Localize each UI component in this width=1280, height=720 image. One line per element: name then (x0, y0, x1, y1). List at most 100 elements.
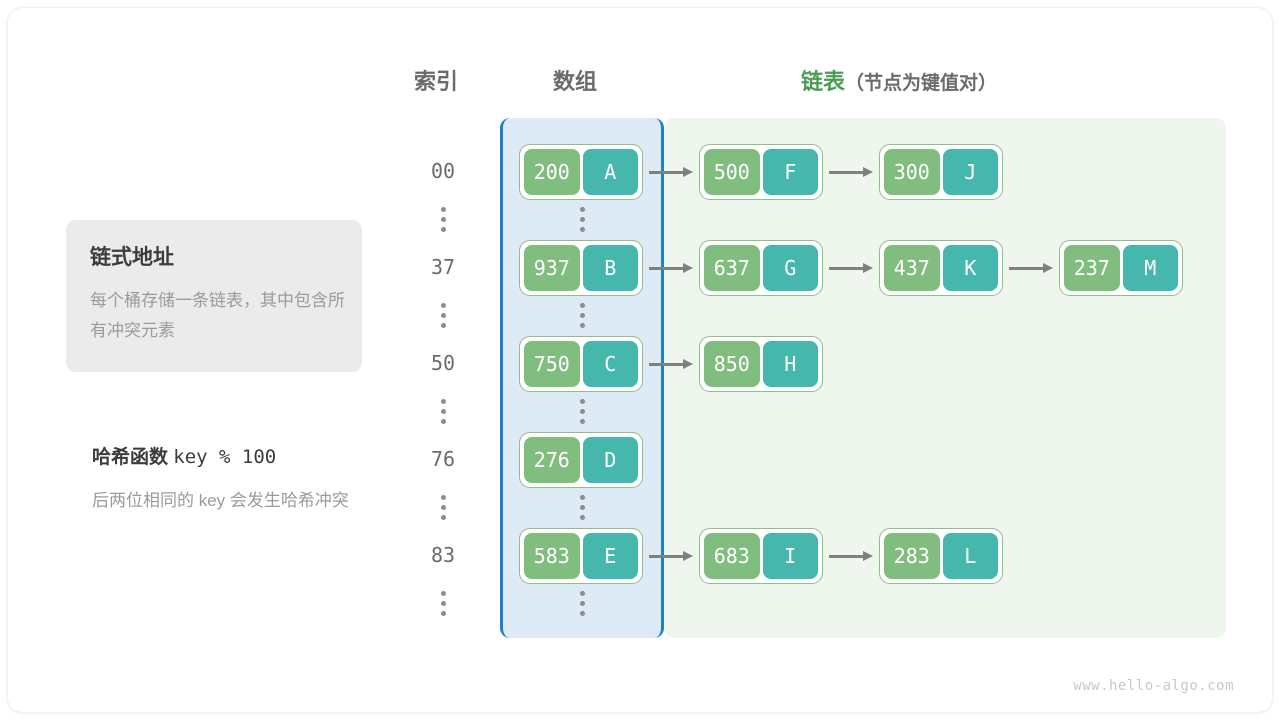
ellipsis-dot (579, 505, 585, 510)
node-value: A (582, 149, 638, 195)
arrow-shaft (649, 554, 683, 558)
node-key: 283 (884, 533, 940, 579)
node-key: 300 (884, 149, 940, 195)
array-ellipsis-0 (577, 207, 587, 232)
chain-arrow (649, 167, 693, 177)
node-key: 850 (704, 341, 760, 387)
column-heading-linked-list-main: 链表 (801, 69, 846, 94)
node-key: 583 (524, 533, 580, 579)
chain-arrow (829, 167, 873, 177)
ellipsis-dot (440, 313, 446, 318)
arrow-head-icon (1043, 263, 1053, 273)
ellipsis-dot (440, 515, 446, 520)
node-value: G (762, 245, 818, 291)
ellipsis-dot (579, 313, 585, 318)
hash-function-note: 后两位相同的 key 会发生哈希冲突 (92, 491, 349, 510)
node-key: 937 (524, 245, 580, 291)
arrow-shaft (649, 170, 683, 174)
array-ellipsis-1 (577, 303, 587, 328)
index-label-76: 76 (430, 447, 456, 471)
node-value: L (942, 533, 998, 579)
ellipsis-dot (440, 419, 446, 424)
ellipsis-dot (579, 227, 585, 232)
ellipsis-dot (440, 323, 446, 328)
ellipsis-dot (579, 601, 585, 606)
ellipsis-dot (440, 505, 446, 510)
chain-arrow (649, 551, 693, 561)
node-value: C (582, 341, 638, 387)
ellipsis-dot (440, 495, 446, 500)
arrow-head-icon (863, 551, 873, 561)
arrow-shaft (829, 266, 863, 270)
node-value: M (1122, 245, 1178, 291)
ellipsis-dot (579, 217, 585, 222)
info-card (66, 220, 362, 372)
node-key: 750 (524, 341, 580, 387)
node-key: 500 (704, 149, 760, 195)
hash-function-expression: key % 100 (173, 446, 277, 468)
diagram-canvas: 索引 数组 链表（节点为键值对） 链式地址 每个桶存储一条链表，其中包含所有冲突… (8, 8, 1272, 712)
index-label-00: 00 (430, 159, 456, 183)
chain-arrow (829, 263, 873, 273)
node-value: H (762, 341, 818, 387)
hash-function-title: 哈希函数 key % 100 (92, 442, 276, 469)
chain-arrow (649, 359, 693, 369)
watermark: www.hello-algo.com (1073, 678, 1234, 694)
ellipsis-dot (579, 323, 585, 328)
column-heading-index: 索引 (414, 69, 459, 94)
arrow-head-icon (683, 263, 693, 273)
node-value: I (762, 533, 818, 579)
node-key: 437 (884, 245, 940, 291)
ellipsis-dot (440, 303, 446, 308)
arrow-shaft (829, 554, 863, 558)
node-value: E (582, 533, 638, 579)
ellipsis-dot (440, 409, 446, 414)
ellipsis-dot (440, 591, 446, 596)
node-value: B (582, 245, 638, 291)
ellipsis-dot (579, 207, 585, 212)
ellipsis-dot (579, 303, 585, 308)
node-value: J (942, 149, 998, 195)
node-key: 200 (524, 149, 580, 195)
ellipsis-dot (579, 611, 585, 616)
arrow-shaft (649, 362, 683, 366)
ellipsis-dot (440, 217, 446, 222)
array-ellipsis-3 (577, 495, 587, 520)
info-card-body: 每个桶存储一条链表，其中包含所有冲突元素 (90, 291, 345, 340)
column-heading-linked-list: 链表（节点为键值对） (801, 64, 997, 96)
ellipsis-dot (440, 227, 446, 232)
ellipsis-dot (579, 409, 585, 414)
ellipsis-dot (440, 601, 446, 606)
arrow-shaft (829, 170, 863, 174)
arrow-head-icon (863, 167, 873, 177)
info-card-title: 链式地址 (90, 246, 174, 269)
column-heading-array: 数组 (553, 69, 598, 94)
node-key: 637 (704, 245, 760, 291)
ellipsis-dot (579, 419, 585, 424)
node-key: 683 (704, 533, 760, 579)
ellipsis-dot (579, 515, 585, 520)
arrow-head-icon (683, 551, 693, 561)
index-ellipsis-0 (438, 207, 448, 232)
arrow-head-icon (683, 359, 693, 369)
array-ellipsis-2 (577, 399, 587, 424)
node-key: 276 (524, 437, 580, 483)
hash-function-label: 哈希函数 (92, 447, 169, 468)
arrow-head-icon (863, 263, 873, 273)
index-label-83: 83 (430, 543, 456, 567)
chain-arrow (1009, 263, 1053, 273)
ellipsis-dot (579, 495, 585, 500)
column-heading-linked-list-sub: （节点为键值对） (845, 73, 998, 94)
